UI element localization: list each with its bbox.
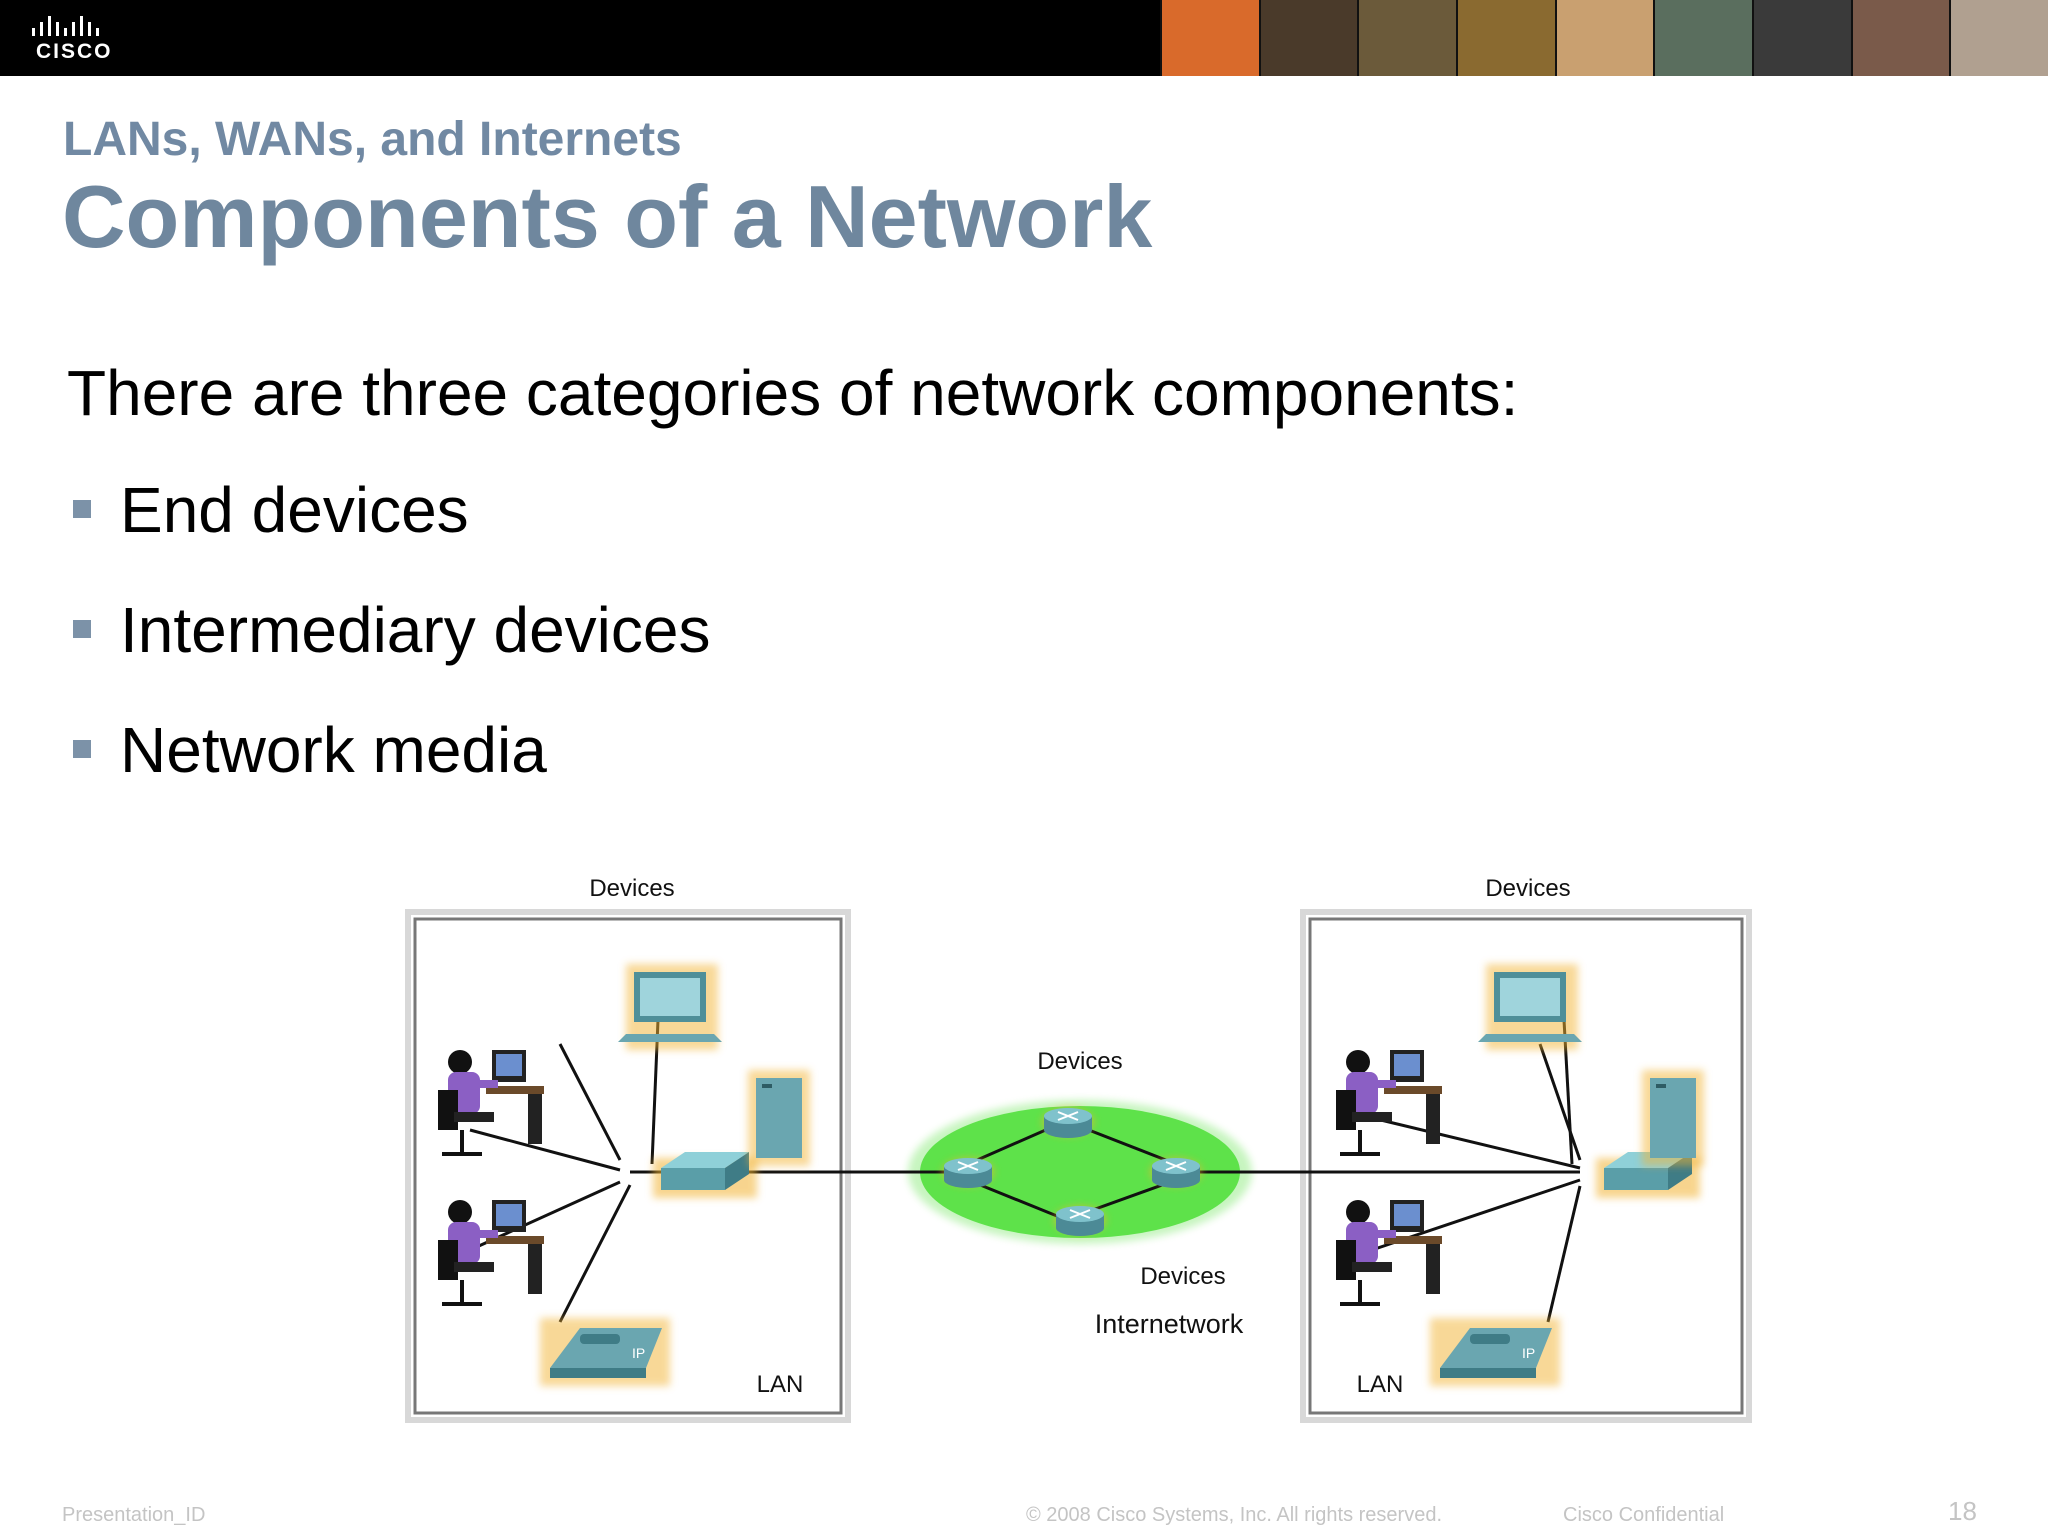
- user-workstation-icon: [1336, 1200, 1442, 1306]
- bullet-square-icon: [73, 620, 91, 638]
- slide-subtitle: LANs, WANs, and Internets: [63, 113, 682, 166]
- footer-confidential: Cisco Confidential: [1563, 1504, 1725, 1526]
- user-workstation-icon: [438, 1200, 544, 1306]
- left-monitor-icon: [618, 964, 722, 1050]
- left-devices-label: Devices: [589, 875, 674, 902]
- router-icon: [1054, 1206, 1106, 1236]
- footer-presentation-id: Presentation_ID: [62, 1504, 206, 1526]
- user-workstation-icon: [438, 1050, 544, 1156]
- banner-photo: [1160, 0, 1259, 76]
- bullet-text: End devices: [120, 474, 469, 546]
- left-server-icon: [748, 1070, 810, 1166]
- right-server-icon: [1642, 1070, 1704, 1166]
- bullet-text: Intermediary devices: [120, 594, 711, 666]
- lower-devices-label: Devices: [1140, 1263, 1225, 1290]
- bullet-square-icon: [73, 500, 91, 518]
- phone-ip-tag: IP: [1522, 1345, 1535, 1361]
- logo-text: CISCO: [36, 40, 113, 63]
- left-lan-label: LAN: [757, 1371, 804, 1398]
- bullet-list: End devices Intermediary devices Network…: [70, 470, 710, 830]
- top-banner: CISCO: [0, 0, 2048, 76]
- right-monitor-icon: [1478, 964, 1582, 1050]
- router-icon: [1042, 1108, 1094, 1138]
- network-diagram: Devices Devices Devices Devices Internet…: [400, 860, 1760, 1440]
- banner-photo: [1554, 0, 1654, 76]
- banner-photo: [1850, 0, 1950, 76]
- internetwork-cloud: [920, 1106, 1240, 1238]
- right-ip-phone-icon: IP: [1430, 1318, 1560, 1386]
- left-ip-phone-icon: IP: [540, 1318, 670, 1386]
- cloud-devices-label: Devices: [1037, 1048, 1122, 1075]
- footer-copyright: © 2008 Cisco Systems, Inc. All rights re…: [1026, 1504, 1443, 1526]
- internetwork-label: Internetwork: [1095, 1309, 1244, 1339]
- cisco-logo-icon: [32, 16, 99, 36]
- phone-ip-tag: IP: [632, 1345, 645, 1361]
- bullet-square-icon: [73, 740, 91, 758]
- intro-text: There are three categories of network co…: [67, 357, 1519, 429]
- network-diagram-svg: Devices Devices Devices Devices Internet…: [405, 875, 1752, 1423]
- left-switch-icon: [653, 1152, 757, 1198]
- slide-title: Components of a Network: [62, 167, 1153, 266]
- bullet-item: Network media: [70, 710, 710, 830]
- banner-photo: [1949, 0, 2048, 76]
- page-number: 18: [1948, 1496, 1977, 1526]
- banner-photo: [1456, 0, 1555, 76]
- banner-photo: [1357, 0, 1457, 76]
- right-devices-label: Devices: [1485, 875, 1570, 902]
- photo-strip: [1160, 0, 2048, 76]
- banner-photo: [1653, 0, 1753, 76]
- right-lan-label: LAN: [1357, 1371, 1404, 1398]
- bullet-item: End devices: [70, 470, 710, 590]
- bullet-item: Intermediary devices: [70, 590, 710, 710]
- banner-photo: [1752, 0, 1851, 76]
- banner-photo: [1258, 0, 1358, 76]
- router-icon: [1150, 1158, 1202, 1188]
- bullet-text: Network media: [120, 714, 547, 786]
- router-icon: [942, 1158, 994, 1188]
- router-icons: [942, 1108, 1202, 1236]
- user-workstation-icon: [1336, 1050, 1442, 1156]
